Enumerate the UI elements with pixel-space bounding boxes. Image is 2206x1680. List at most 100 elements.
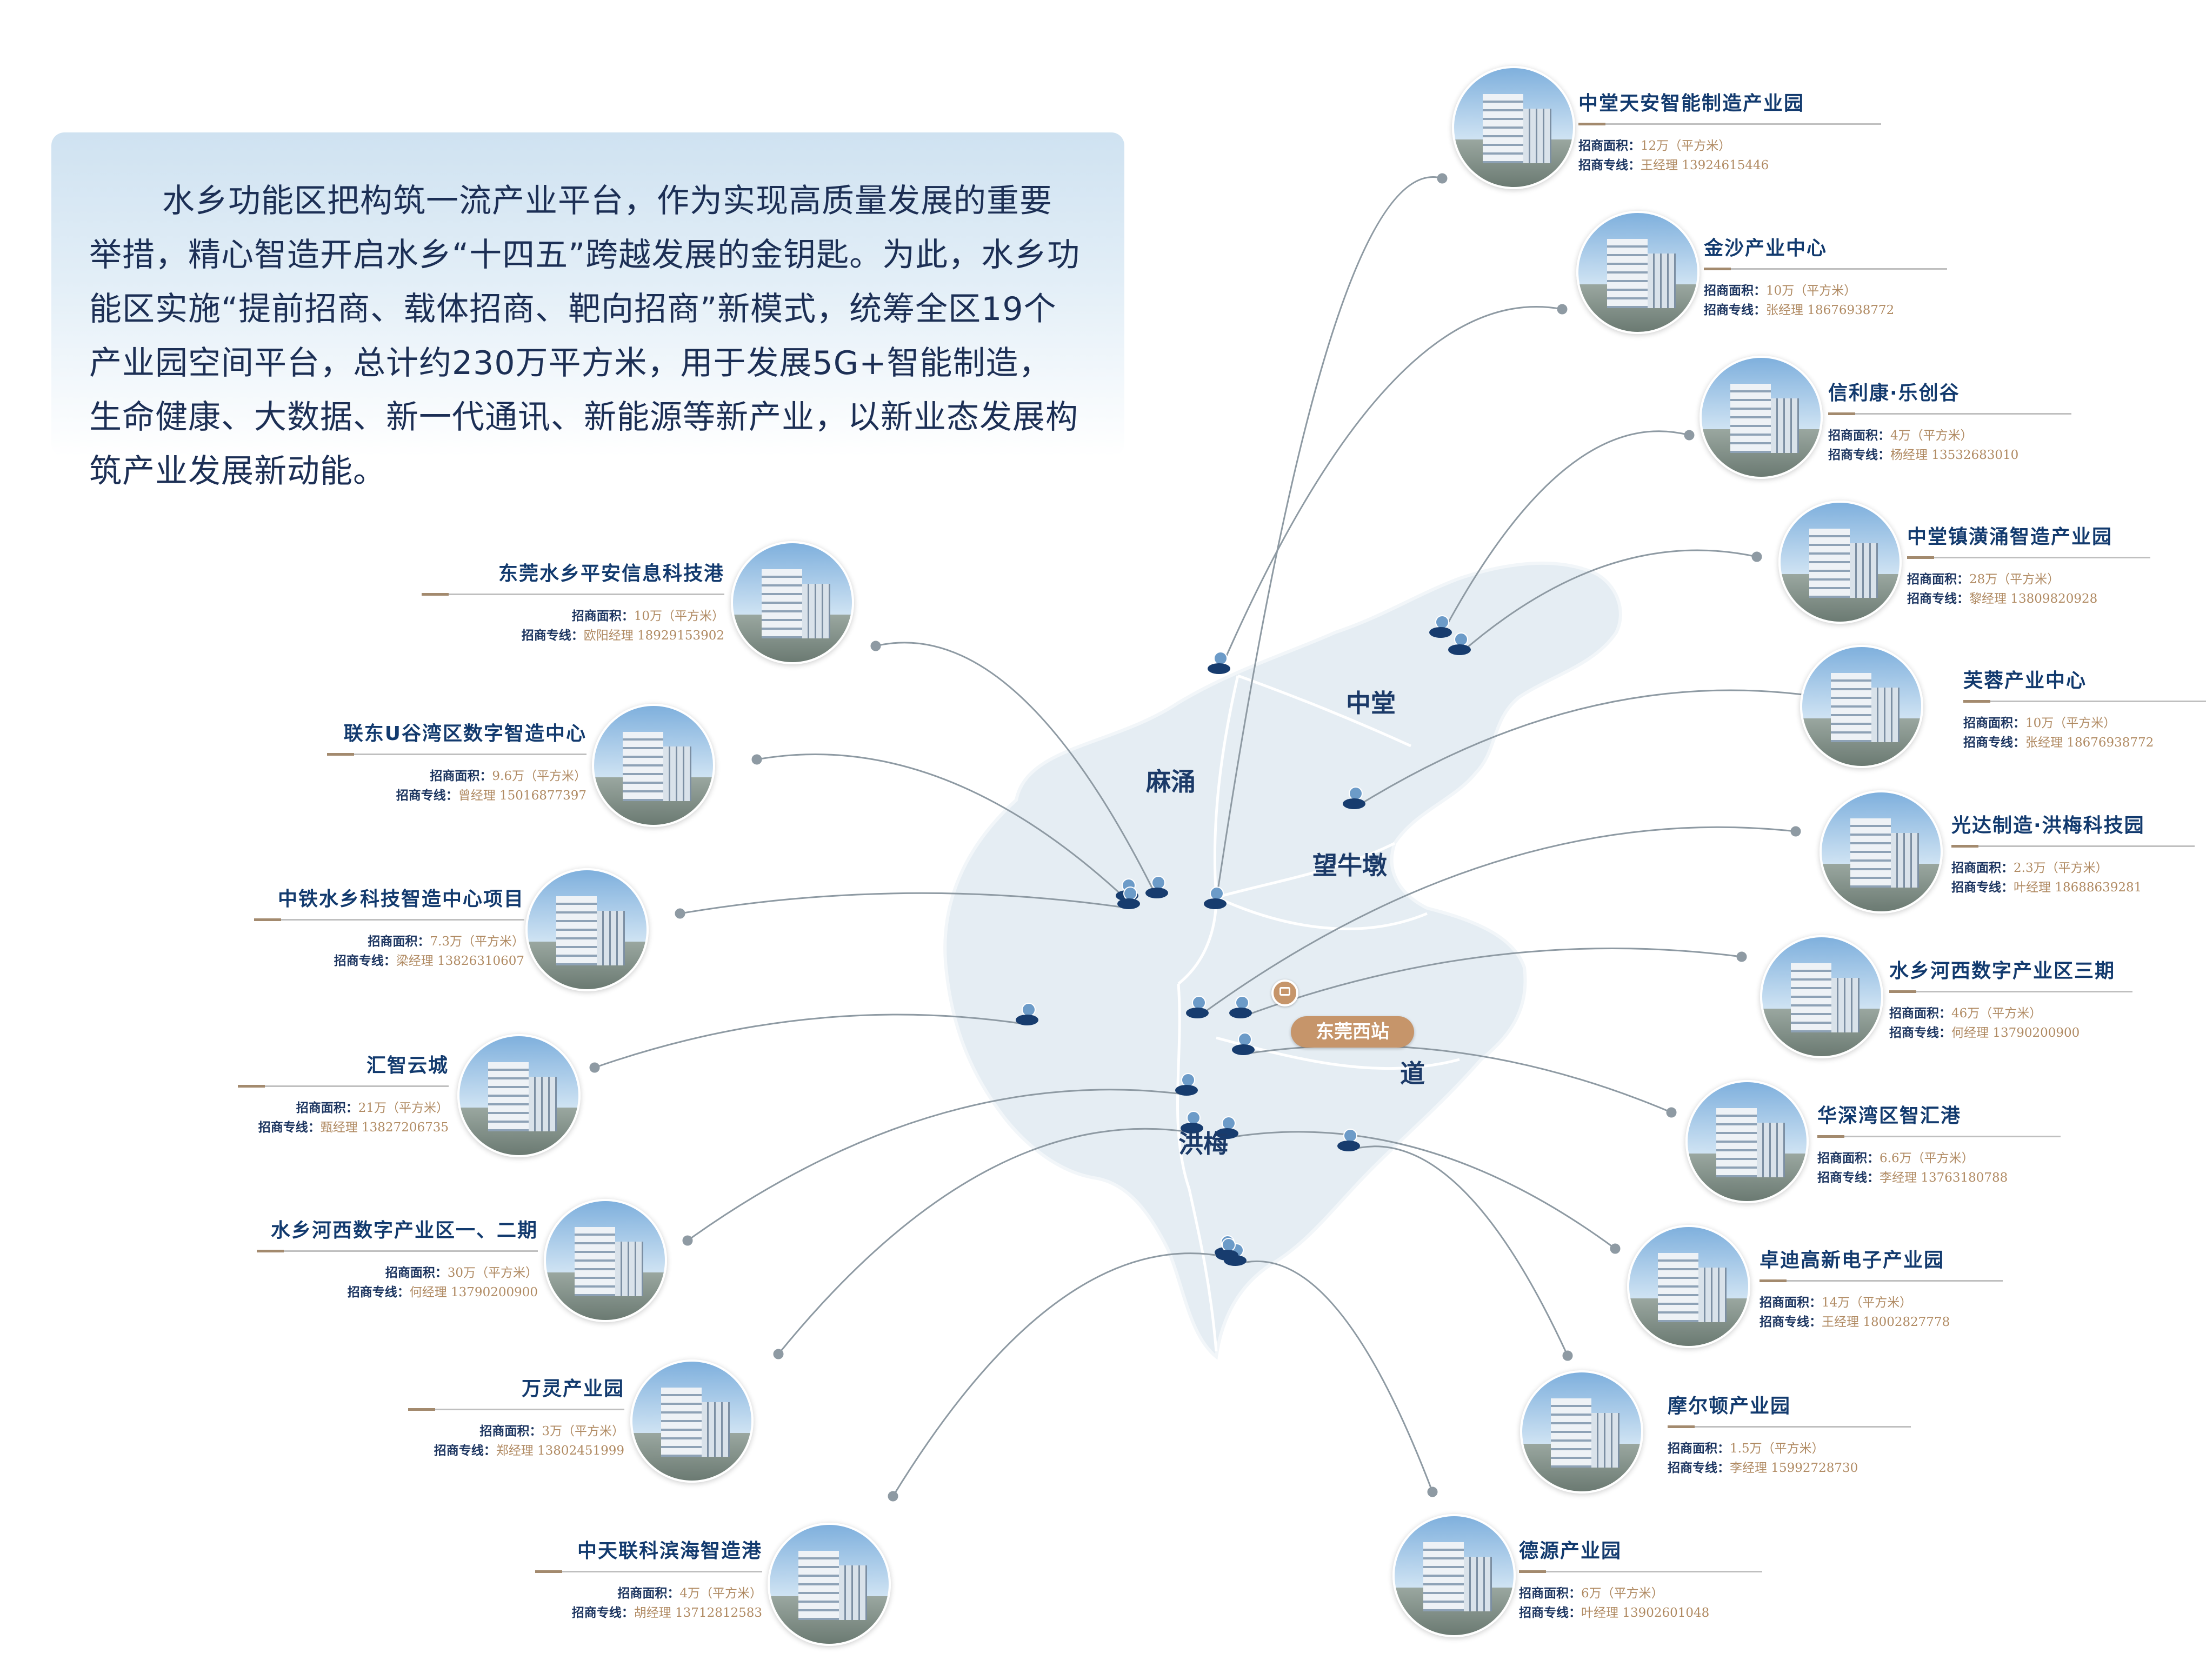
park-name: 水乡河西数字产业区一、二期 <box>270 1219 538 1242</box>
park-card-left-3[interactable]: 汇智云城招商面积：21万（平方米）招商专线：甄经理 13827206735 <box>238 1049 449 1141</box>
pin-base <box>1343 798 1365 809</box>
title-rule <box>1760 1279 2003 1282</box>
leader-dot-right-8 <box>1610 1243 1621 1254</box>
location-pin-14[interactable] <box>1231 1032 1256 1057</box>
park-info: 招商面积：9.6万（平方米）招商专线：曾经理 15016877397 <box>396 766 587 805</box>
park-name: 中堂天安智能制造产业园 <box>1578 92 1805 115</box>
pin-base <box>1181 1123 1203 1134</box>
park-photo-right-1 <box>1576 211 1700 334</box>
leader-dot-right-2 <box>1684 430 1695 441</box>
title-rule <box>238 1085 449 1088</box>
park-name: 水乡河西数字产业区三期 <box>1889 960 2116 982</box>
park-info: 招商面积：7.3万（平方米）招商专线：梁经理 13826310607 <box>334 932 524 971</box>
park-area: 10万（平方米） <box>2025 716 2116 730</box>
park-card-left-2[interactable]: 中铁水乡科技智造中心项目招商面积：7.3万（平方米）招商专线：梁经理 13826… <box>254 882 524 974</box>
phone-label: 招商专线： <box>1963 736 2025 750</box>
park-card-right-4[interactable]: 芙蓉产业中心招商面积：10万（平方米）招商专线：张经理 18676938772 <box>1963 664 2206 756</box>
leader-line-right-4 <box>1354 689 1816 809</box>
pin-base <box>1186 1008 1209 1018</box>
location-pin-5[interactable] <box>1179 1111 1204 1136</box>
park-area: 2.3万（平方米） <box>2014 861 2108 875</box>
park-name: 汇智云城 <box>366 1055 449 1077</box>
station-label: 东莞西站 <box>1291 1016 1414 1048</box>
park-card-right-7[interactable]: 华深湾区智汇港招商面积：6.6万（平方米）招商专线：李经理 1376318078… <box>1817 1099 2061 1191</box>
leader-line-right-10 <box>1235 1260 1434 1492</box>
park-card-right-1[interactable]: 金沙产业中心招商面积：10万（平方米）招商专线：张经理 18676938772 <box>1704 231 1947 323</box>
location-pin-8[interactable] <box>1207 651 1231 676</box>
area-label: 招商面积： <box>430 769 492 783</box>
park-info: 招商面积：2.3万（平方米）招商专线：叶经理 18688639281 <box>1951 858 2142 897</box>
park-info: 招商面积：1.5万（平方米）招商专线：李经理 15992728730 <box>1668 1439 1858 1478</box>
leader-line-left-2 <box>679 892 1129 915</box>
park-area: 12万（平方米） <box>1641 139 1731 153</box>
area-label: 招商面积： <box>479 1424 542 1438</box>
park-card-right-8[interactable]: 卓迪高新电子产业园招商面积：14万（平方米）招商专线：王经理 180028277… <box>1760 1243 2003 1335</box>
park-phone: 李经理 15992728730 <box>1730 1461 1858 1475</box>
area-label: 招商面积： <box>1817 1151 1880 1165</box>
park-info: 招商面积：14万（平方米）招商专线：王经理 18002827778 <box>1760 1293 1950 1332</box>
location-pin-12[interactable] <box>1185 996 1210 1021</box>
park-card-left-6[interactable]: 中天联科滨海智造港招商面积：4万（平方米）招商专线：胡经理 1371281258… <box>535 1534 762 1626</box>
park-phone: 张经理 18676938772 <box>1766 303 1895 317</box>
area-label: 招商面积： <box>1963 716 2025 730</box>
park-phone: 郑经理 13802451999 <box>496 1444 624 1458</box>
leader-dot-left-2 <box>675 908 685 919</box>
park-card-right-2[interactable]: 信利康·乐创谷招商面积：4万（平方米）招商专线：杨经理 13532683010 <box>1828 376 2071 468</box>
park-card-right-9[interactable]: 摩尔顿产业园招商面积：1.5万（平方米）招商专线：李经理 15992728730 <box>1668 1389 1911 1481</box>
park-card-left-5[interactable]: 万灵产业园招商面积：3万（平方米）招商专线：郑经理 13802451999 <box>408 1372 624 1464</box>
location-pin-18[interactable] <box>1215 1238 1239 1263</box>
park-info: 招商面积：46万（平方米）招商专线：何经理 13790200900 <box>1889 1004 2080 1043</box>
area-label: 招商面积： <box>296 1101 358 1115</box>
location-pin-0[interactable] <box>1144 876 1169 901</box>
location-pin-9[interactable] <box>1428 615 1453 640</box>
park-card-left-0[interactable]: 东莞水乡平安信息科技港招商面积：10万（平方米）招商专线：欧阳经理 189291… <box>422 557 724 649</box>
park-info: 招商面积：30万（平方米）招商专线：何经理 13790200900 <box>348 1263 538 1302</box>
leader-dot-right-0 <box>1437 173 1448 184</box>
leader-line-left-6 <box>892 1252 1227 1497</box>
pin-base <box>1145 888 1168 898</box>
location-pin-15[interactable] <box>1215 1116 1239 1141</box>
area-label: 招商面积： <box>1907 572 1969 586</box>
pin-base <box>1229 1008 1252 1018</box>
location-pin-13[interactable] <box>1228 996 1253 1021</box>
leader-dot-right-7 <box>1666 1107 1677 1118</box>
park-area: 10万（平方米） <box>1766 284 1857 298</box>
park-name: 德源产业园 <box>1519 1540 1622 1562</box>
area-label: 招商面积： <box>1519 1586 1581 1601</box>
pin-head <box>1187 1111 1201 1125</box>
area-label: 招商面积： <box>1704 284 1766 298</box>
title-rule <box>257 1250 538 1252</box>
park-area: 6万（平方米） <box>1581 1586 1664 1601</box>
park-info: 招商面积：21万（平方米）招商专线：甄经理 13827206735 <box>258 1098 449 1137</box>
title-rule <box>422 593 724 596</box>
pin-base <box>1216 1128 1238 1139</box>
park-card-right-0[interactable]: 中堂天安智能制造产业园招商面积：12万（平方米）招商专线：王经理 1392461… <box>1578 86 1881 178</box>
park-card-right-6[interactable]: 水乡河西数字产业区三期招商面积：46万（平方米）招商专线：何经理 1379020… <box>1889 954 2132 1046</box>
park-area: 46万（平方米） <box>1951 1006 2042 1021</box>
park-photo-right-4 <box>1800 645 1923 768</box>
park-card-right-3[interactable]: 中堂镇潢涌智造产业园招商面积：28万（平方米）招商专线：黎经理 13809820… <box>1907 520 2150 612</box>
park-info: 招商面积：28万（平方米）招商专线：黎经理 13809820928 <box>1907 570 2097 609</box>
location-pin-7[interactable] <box>1203 886 1228 911</box>
leader-line-left-5 <box>777 1128 1192 1355</box>
location-pin-3[interactable] <box>1015 1003 1039 1028</box>
town-boundaries <box>1176 674 1460 1352</box>
park-card-left-1[interactable]: 联东U谷湾区数字智造中心招商面积：9.6万（平方米）招商专线：曾经理 15016… <box>327 717 587 809</box>
park-card-left-4[interactable]: 水乡河西数字产业区一、二期招商面积：30万（平方米）招商专线：何经理 13790… <box>257 1214 538 1305</box>
park-card-right-10[interactable]: 德源产业园招商面积：6万（平方米）招商专线：叶经理 13902601048 <box>1519 1534 1762 1626</box>
location-pin-4[interactable] <box>1174 1073 1199 1098</box>
park-name: 卓迪高新电子产业园 <box>1760 1249 1945 1271</box>
leader-dot-right-3 <box>1751 551 1762 562</box>
location-pin-11[interactable] <box>1342 786 1367 811</box>
location-pin-16[interactable] <box>1336 1129 1361 1154</box>
station-icon <box>1271 979 1298 1006</box>
park-area: 30万（平方米） <box>447 1266 538 1280</box>
location-pin-10[interactable] <box>1447 632 1472 657</box>
park-photo-left-3 <box>457 1034 581 1157</box>
park-card-right-5[interactable]: 光达制造·洪梅科技园招商面积：2.3万（平方米）招商专线：叶经理 1868863… <box>1951 809 2195 901</box>
park-phone: 张经理 18676938772 <box>2025 736 2154 750</box>
leader-line-left-4 <box>687 1089 1187 1242</box>
park-name: 华深湾区智汇港 <box>1817 1105 1962 1127</box>
area-label: 招商面积： <box>1889 1006 1951 1021</box>
location-pin-2[interactable] <box>1116 886 1141 911</box>
